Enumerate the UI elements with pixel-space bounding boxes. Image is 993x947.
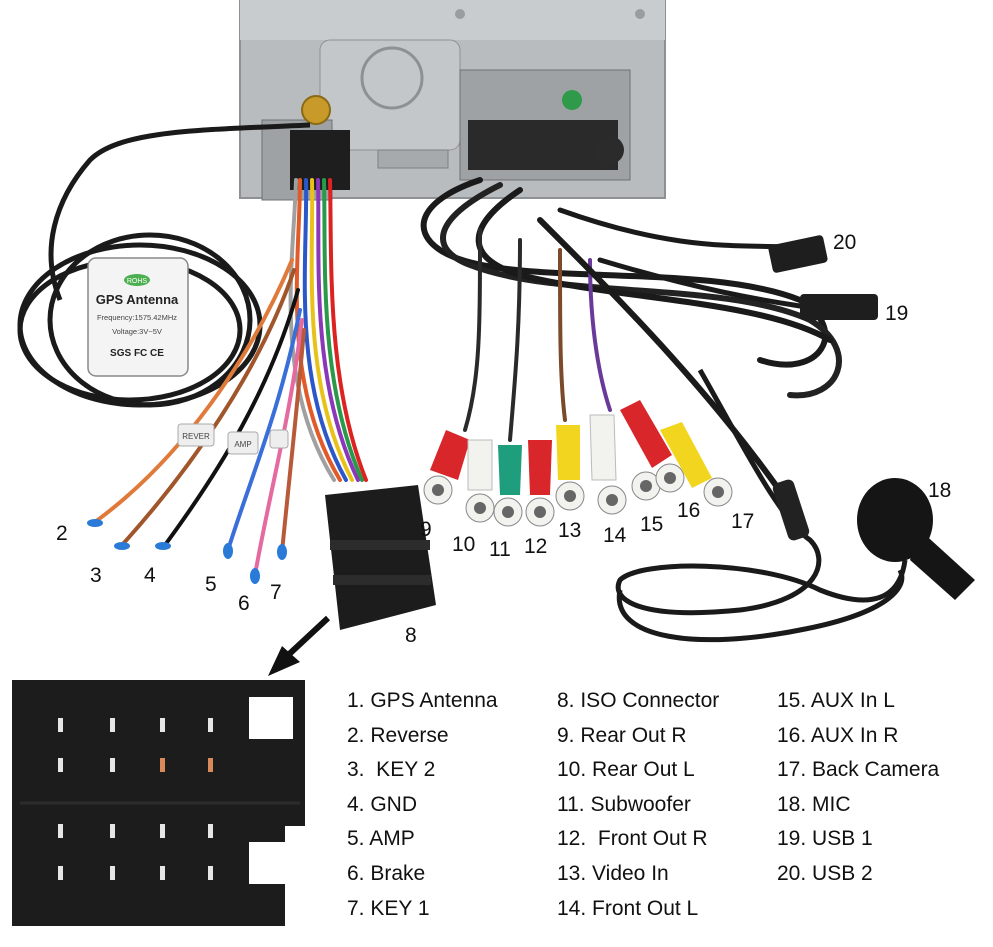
legend-item: 3. KEY 2 — [347, 758, 436, 782]
legend-item: 20. USB 2 — [777, 861, 873, 885]
tip-4 — [155, 542, 171, 550]
tag-reverse: REVER — [182, 432, 210, 441]
gps-antenna-module: ROHS GPS Antenna Frequency:1575.42MHz Vo… — [87, 257, 189, 377]
callout-5: 5 — [205, 573, 217, 596]
legend-column-2: 8. ISO Connector 9. Rear Out R 10. Rear … — [557, 684, 719, 926]
legend-item: 5. AMP — [347, 827, 415, 851]
legend-item: 10. Rear Out L — [557, 758, 695, 782]
tag-amp: AMP — [234, 440, 251, 449]
legend-item: 12. Front Out R — [557, 827, 708, 851]
callout-20: 20 — [833, 231, 856, 254]
legend-item: 9. Rear Out R — [557, 723, 687, 747]
rca-17 — [660, 422, 733, 507]
usb-1-socket — [800, 294, 878, 320]
wire-tags: REVER AMP — [177, 423, 289, 455]
iso-pins-bottom — [58, 824, 213, 880]
iso-connector-plug — [325, 485, 436, 630]
callout-10: 10 — [452, 533, 475, 556]
callout-13: 13 — [558, 519, 581, 542]
rca-12 — [525, 440, 555, 527]
legend-item: 1. GPS Antenna — [347, 689, 498, 712]
tip-7 — [277, 544, 287, 560]
wire-tips — [87, 519, 287, 584]
legend-item: 13. Video In — [557, 861, 669, 885]
gps-title: GPS Antenna — [96, 292, 179, 307]
gps-voltage: Voltage:3V~5V — [112, 327, 162, 336]
legend-column-3: 15. AUX In L 16. AUX In R 17. Back Camer… — [777, 684, 939, 892]
microphone — [615, 368, 975, 643]
legend-item: 4. GND — [347, 792, 418, 816]
callout-7: 7 — [270, 581, 282, 604]
callout-16: 16 — [677, 499, 700, 522]
iso-pins-top — [58, 718, 213, 772]
legend-column-1: 1. GPS Antenna 2. Reverse 3. KEY 2 4. GN… — [347, 684, 498, 926]
callout-18: 18 — [928, 479, 951, 502]
tip-3 — [114, 542, 130, 550]
callout-8: 8 — [405, 624, 417, 647]
callout-17: 17 — [731, 510, 754, 533]
legend-item: 17. Back Camera — [777, 758, 940, 782]
gps-marks: SGS FC CE — [110, 348, 164, 359]
legend-item: 11. Subwoofer — [557, 792, 691, 816]
rca-9 — [423, 430, 470, 505]
tip-2 — [87, 519, 103, 527]
callout-6: 6 — [238, 592, 250, 615]
wire-harness — [93, 178, 368, 577]
av-cables — [420, 177, 842, 523]
legend-item: 16. AUX In R — [777, 723, 899, 747]
callout-9: 9 — [420, 518, 432, 541]
gps-badge: ROHS — [127, 278, 148, 285]
rca-10 — [465, 439, 495, 523]
iso-connector-pinout — [12, 680, 305, 926]
rca-14 — [589, 414, 627, 515]
legend-item: 8. ISO Connector — [557, 689, 720, 712]
legend-item: 7. KEY 1 — [347, 896, 430, 920]
gps-frequency: Frequency:1575.42MHz — [97, 313, 177, 322]
callout-15: 15 — [640, 513, 663, 536]
callout-12: 12 — [524, 535, 547, 558]
rca-11 — [493, 445, 523, 527]
callout-2: 2 — [56, 522, 68, 545]
callout-11: 11 — [489, 538, 511, 561]
iso-key-notch-top — [249, 697, 293, 739]
rca-15 — [631, 471, 661, 501]
rca-16 — [620, 400, 685, 493]
callout-19: 19 — [885, 302, 908, 325]
callout-3: 3 — [90, 564, 102, 587]
rca-plugs — [423, 400, 733, 527]
legend-item: 2. Reverse — [347, 723, 449, 747]
usb-2-socket — [768, 235, 828, 273]
usb-sockets — [768, 235, 878, 320]
legend-item: 14. Front Out L — [557, 896, 699, 920]
legend-item: 19. USB 1 — [777, 827, 873, 851]
rca-13 — [555, 425, 585, 511]
head-unit-chassis — [239, 0, 666, 201]
pointer-arrow — [268, 615, 331, 676]
tip-5 — [223, 543, 233, 559]
legend-item: 18. MIC — [777, 792, 851, 816]
legend-item: 15. AUX In L — [777, 689, 895, 712]
callout-4: 4 — [144, 564, 156, 587]
callout-14: 14 — [603, 524, 627, 547]
iso-key-notch-bottom — [249, 842, 293, 884]
tip-6 — [250, 568, 260, 584]
legend-item: 6. Brake — [347, 861, 426, 885]
